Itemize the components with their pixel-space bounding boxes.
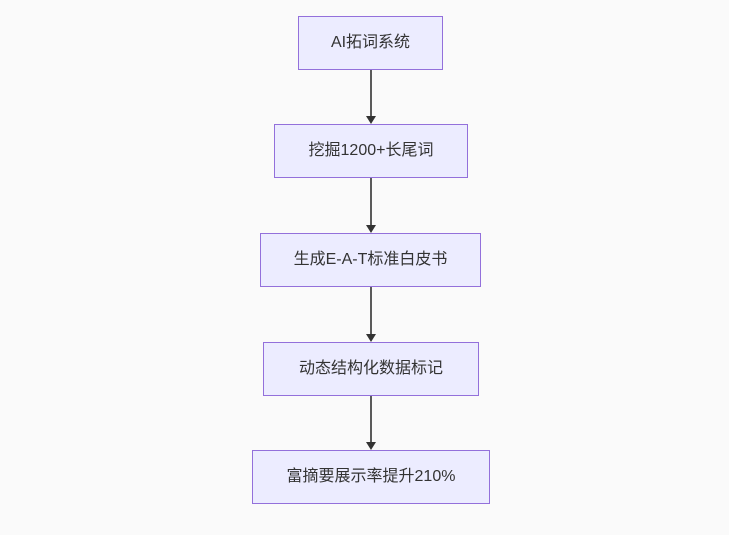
flow-node-longtail-mining: 挖掘1200+长尾词 [274, 124, 468, 178]
flow-edge-3 [365, 287, 377, 342]
edge-line [370, 287, 372, 335]
arrow-down-icon [366, 442, 376, 450]
edge-line [370, 178, 372, 226]
arrow-down-icon [366, 116, 376, 124]
flow-node-eat-whitepaper: 生成E-A-T标准白皮书 [260, 233, 481, 287]
flow-edge-4 [365, 396, 377, 450]
flow-node-structured-data-markup: 动态结构化数据标记 [263, 342, 479, 396]
flow-edge-1 [365, 70, 377, 124]
arrow-down-icon [366, 225, 376, 233]
flow-node-ai-keyword-system: AI拓词系统 [298, 16, 443, 70]
edge-line [370, 70, 372, 117]
edge-line [370, 396, 372, 443]
flow-edge-2 [365, 178, 377, 233]
arrow-down-icon [366, 334, 376, 342]
flow-node-rich-snippet-result: 富摘要展示率提升210% [252, 450, 490, 504]
